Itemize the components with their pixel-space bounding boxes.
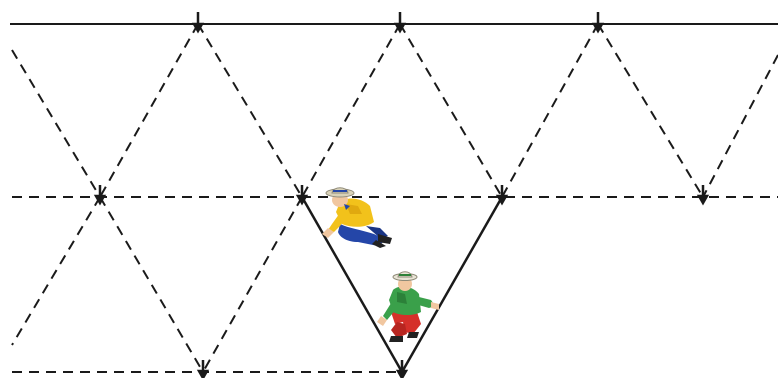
worker-bottom-icon [377, 272, 439, 342]
stake-marker [199, 360, 207, 378]
stake-marker [699, 185, 707, 203]
upper-row-diagonals [12, 24, 778, 197]
stake-markers [96, 12, 707, 378]
stake-marker [396, 12, 404, 31]
lower-row-diagonals [12, 197, 302, 372]
stake-marker [194, 12, 202, 31]
stake-marker [594, 12, 602, 31]
